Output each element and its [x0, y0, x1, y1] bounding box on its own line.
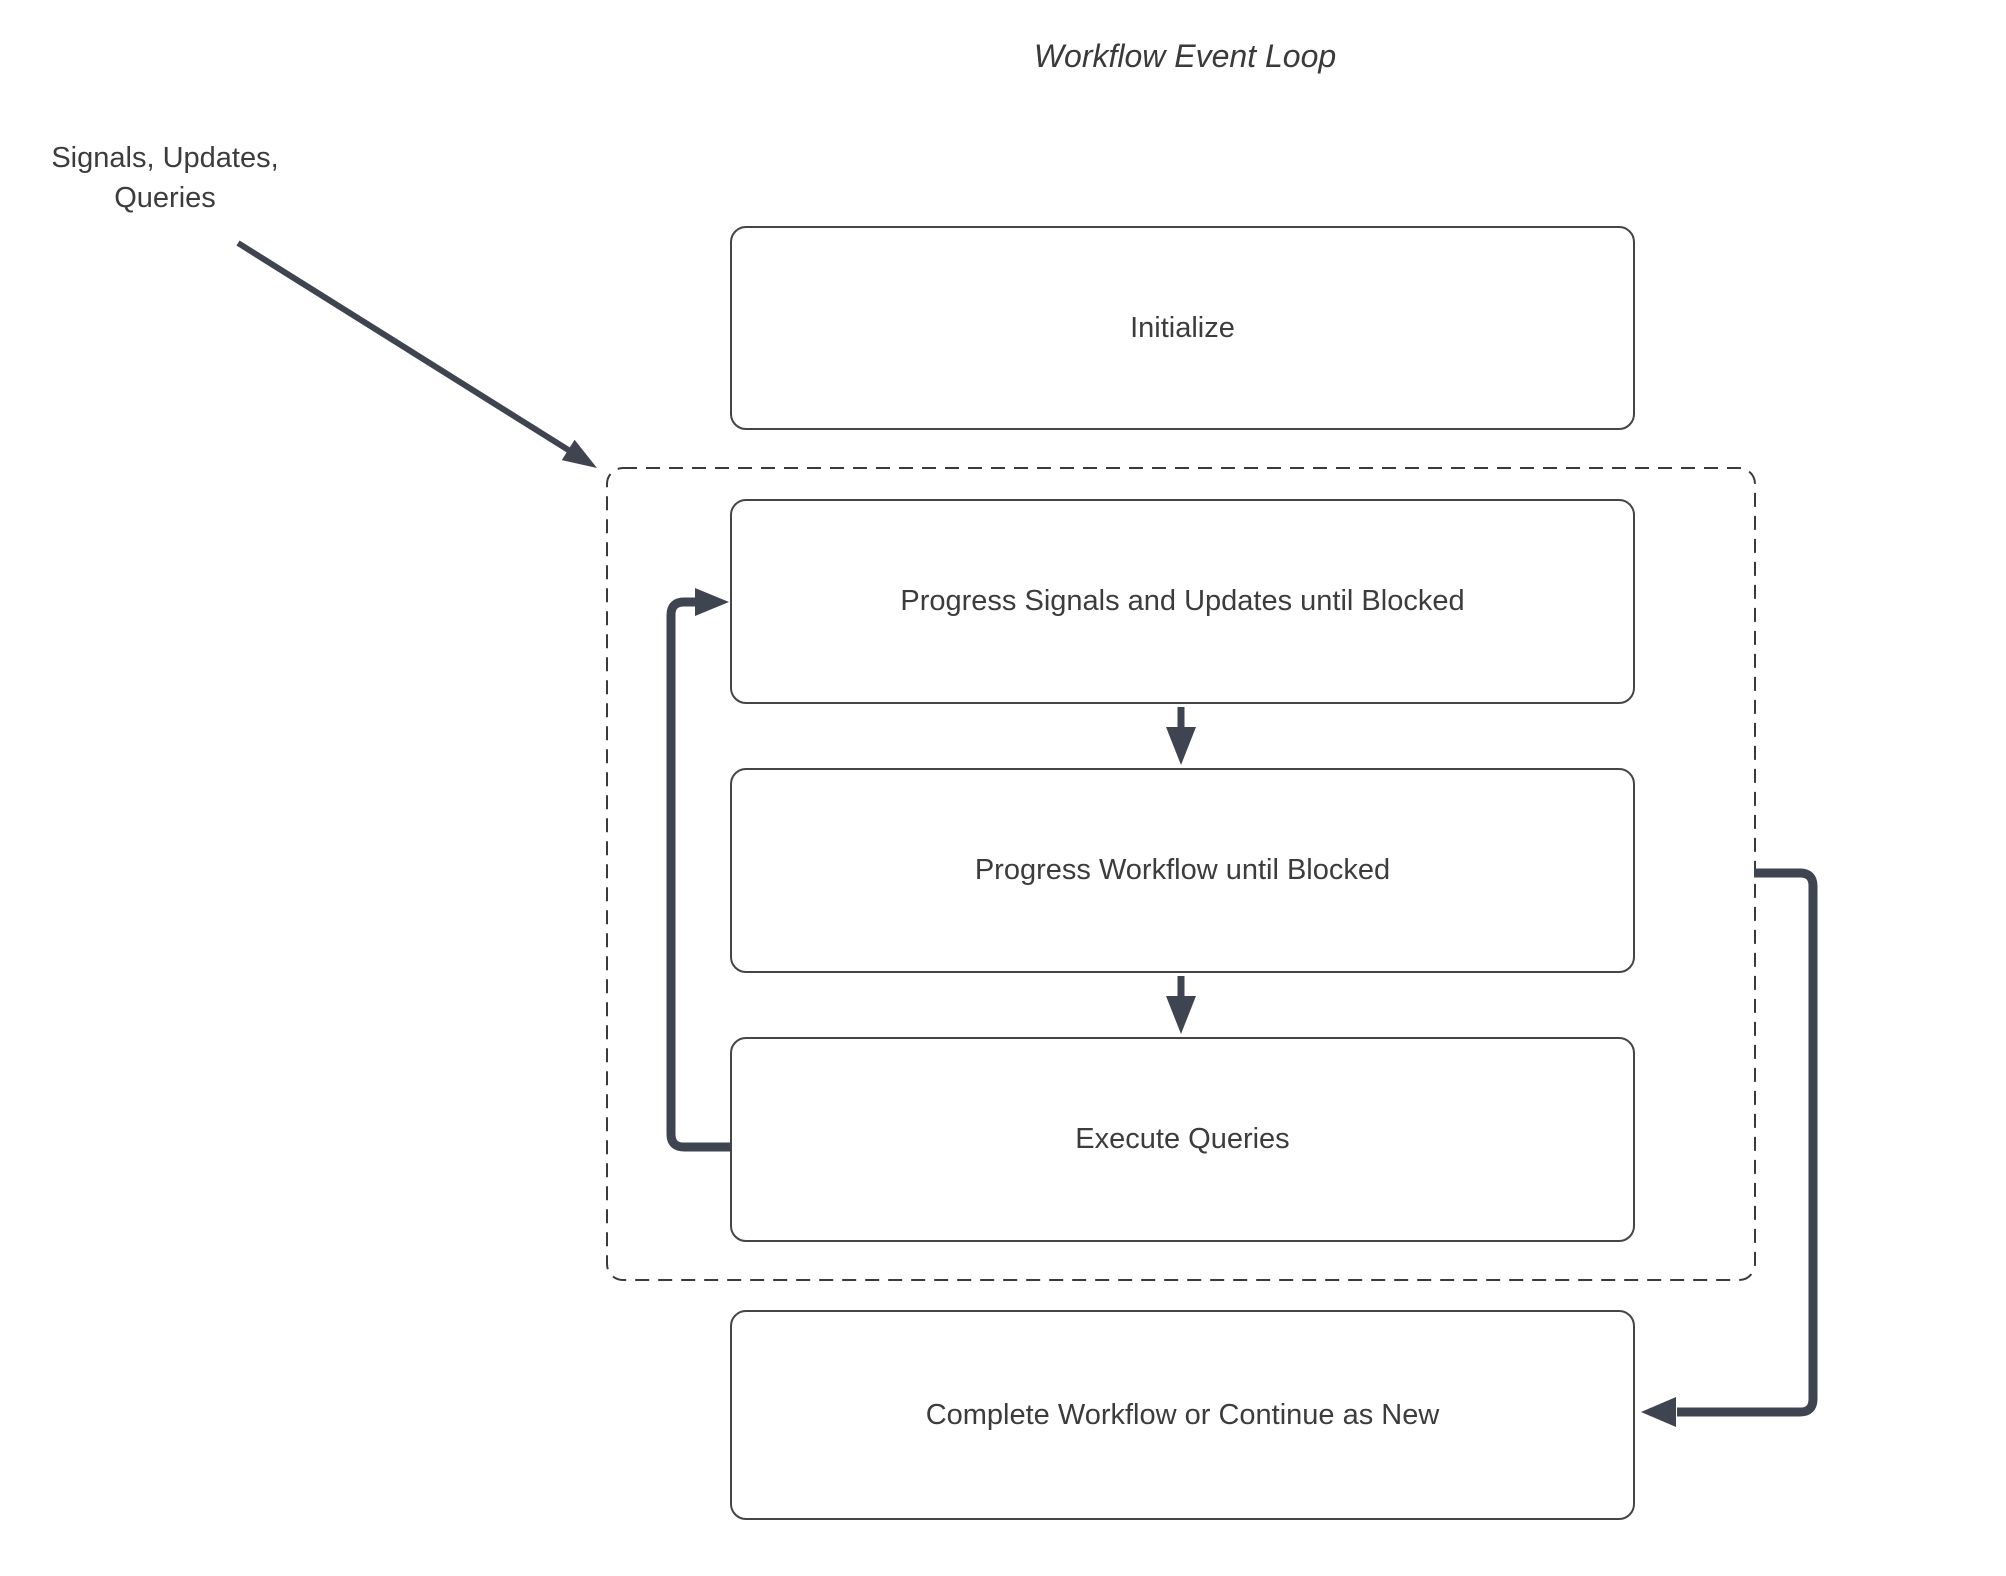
node-execute-queries: Execute Queries [730, 1037, 1635, 1242]
node-initialize: Initialize [730, 226, 1635, 430]
arrowhead-loop-back [695, 588, 729, 616]
arrowhead-signals-input [561, 439, 597, 468]
node-progress-signals-and-updates-label: Progress Signals and Updates until Block… [900, 585, 1465, 617]
node-initialize-label: Initialize [1130, 311, 1235, 344]
connector-exit-to-complete [1641, 868, 1818, 1427]
connector-loop-back [666, 588, 731, 1152]
arrowhead-down-2 [1166, 996, 1196, 1034]
node-progress-signals-and-updates: Progress Signals and Updates until Block… [730, 499, 1635, 704]
diagram-title: Workflow Event Loop [1033, 38, 1337, 74]
connector-signals-to-workflow [1166, 707, 1196, 765]
arrowhead-exit [1641, 1397, 1676, 1427]
node-complete-workflow-label: Complete Workflow or Continue as New [925, 1398, 1440, 1431]
node-execute-queries-label: Execute Queries [1075, 1123, 1290, 1155]
node-progress-workflow: Progress Workflow until Blocked [730, 768, 1635, 973]
node-complete-workflow: Complete Workflow or Continue as New [730, 1310, 1635, 1520]
connector-workflow-to-queries [1166, 976, 1196, 1034]
arrowhead-down-1 [1166, 727, 1196, 765]
connector-signals-input-arrow [236, 240, 597, 468]
node-progress-workflow-label: Progress Workflow until Blocked [974, 854, 1391, 886]
signals-updates-queries-label: Signals, Updates, Queries [51, 142, 279, 215]
